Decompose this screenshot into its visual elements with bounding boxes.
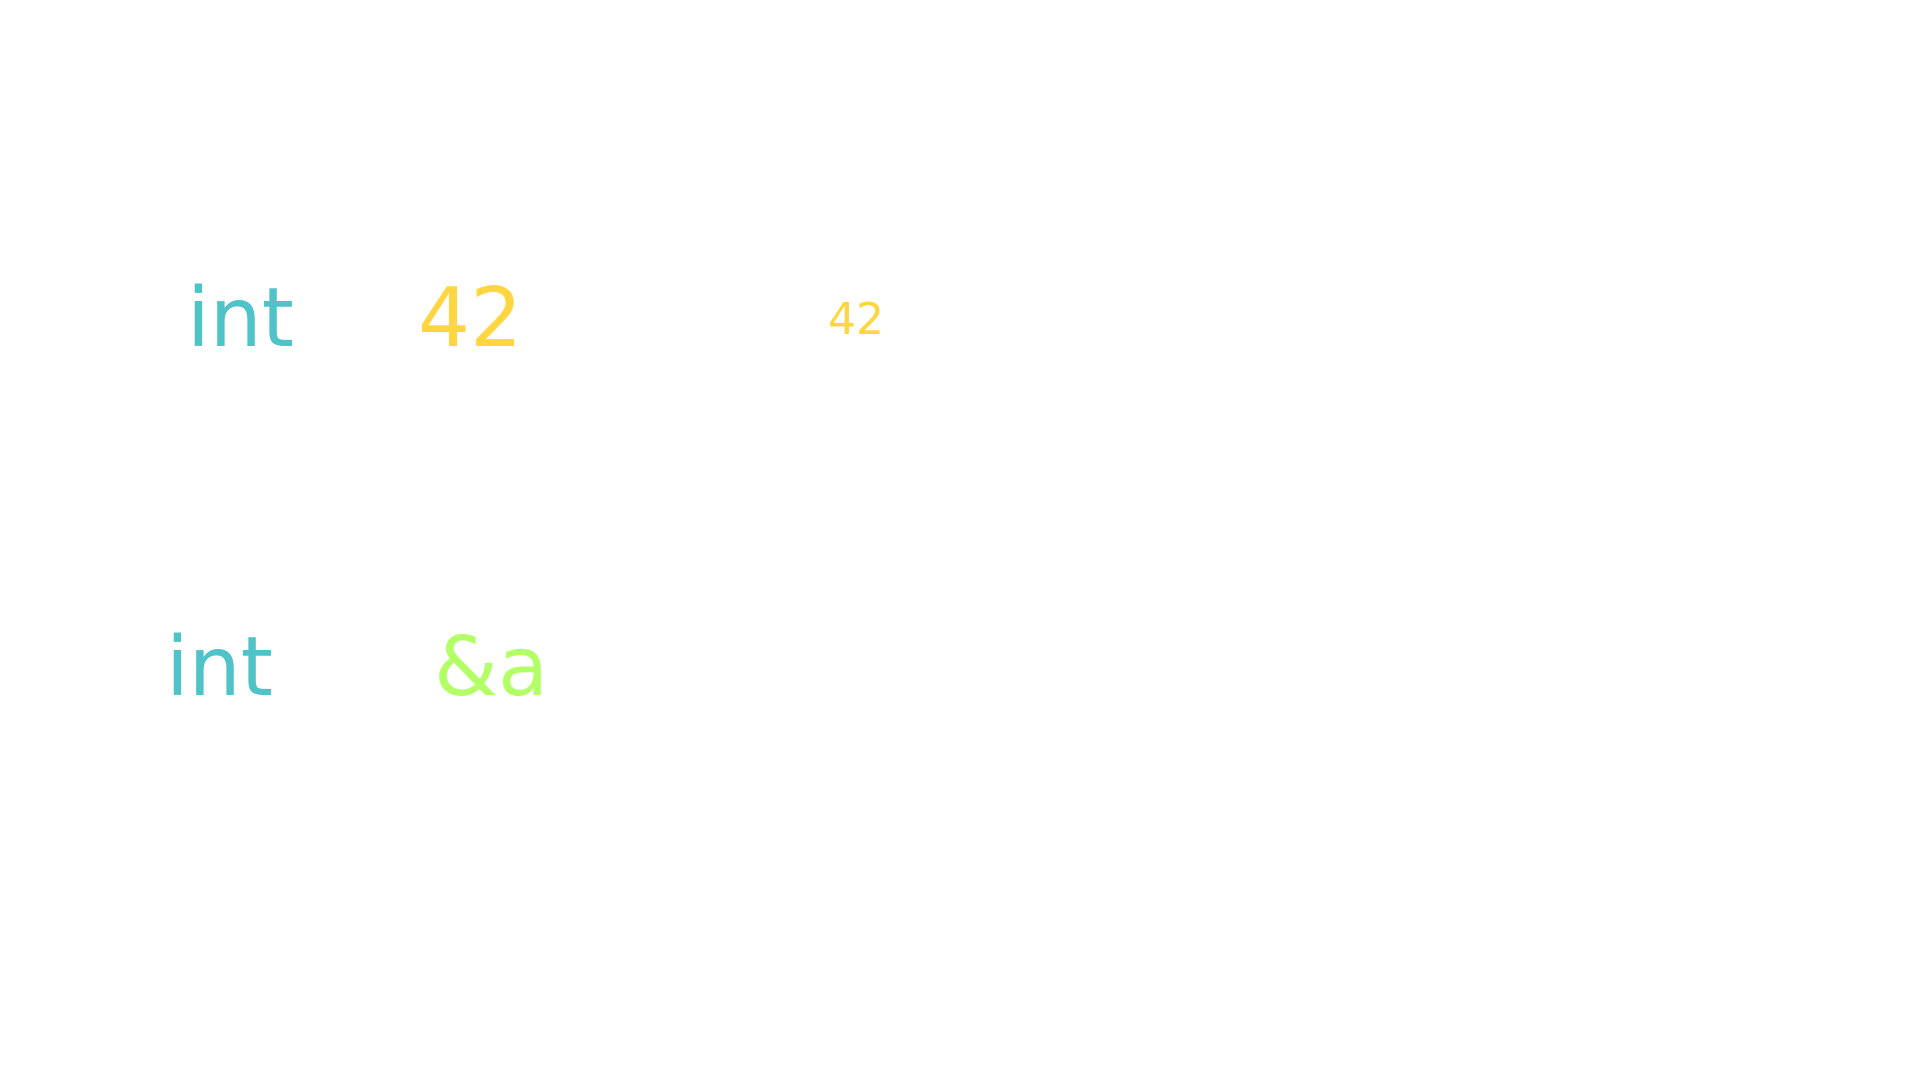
type-keyword-int: int xyxy=(187,271,294,366)
type-keyword-int-second: int xyxy=(166,620,273,715)
address-of-expression: &a xyxy=(434,620,549,715)
value-literal-42: 42 xyxy=(418,271,523,366)
stored-value-42: 42 xyxy=(828,294,884,345)
